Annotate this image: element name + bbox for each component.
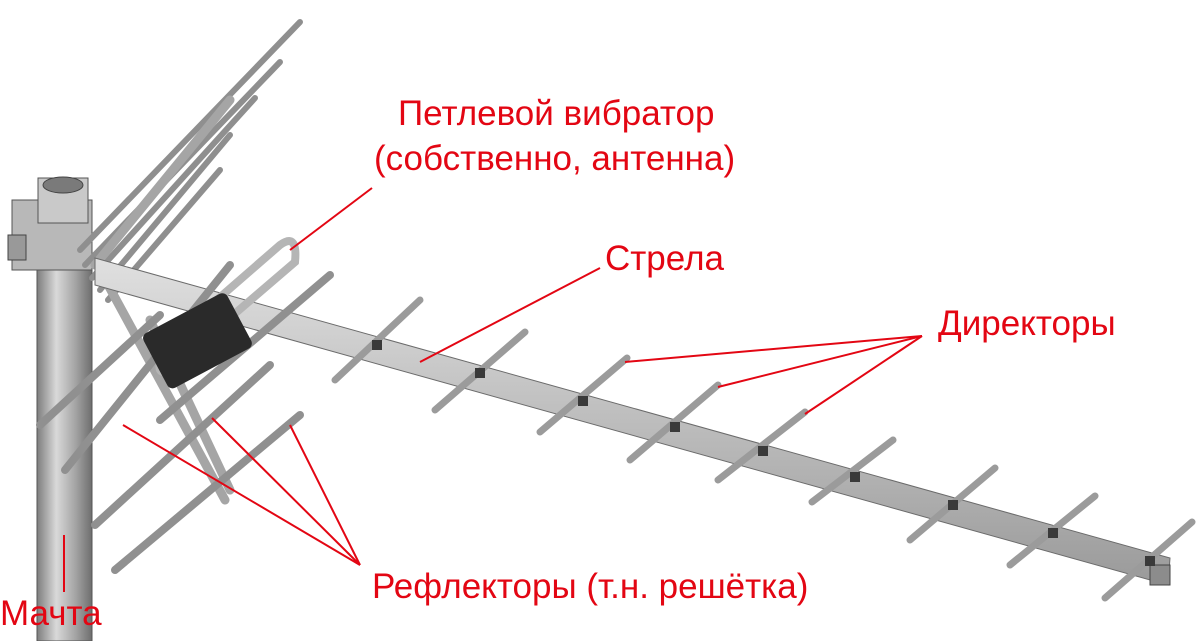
- director-clamps: [372, 340, 1155, 566]
- callout-boom: [419, 267, 601, 363]
- director-6: [808, 436, 897, 506]
- mast-clamp: [7, 176, 93, 271]
- loop-vibrator: [143, 237, 300, 389]
- label-loop-vibrator: Петлевой вибратор: [398, 94, 715, 133]
- label-mast: Мачта: [0, 594, 102, 633]
- matching-box: [143, 293, 252, 389]
- label-directors: Директоры: [938, 304, 1116, 343]
- callout-director-2: [717, 335, 923, 388]
- boom: [94, 257, 1171, 586]
- director-3: [536, 354, 631, 436]
- callout-director-3: [804, 335, 923, 415]
- label-boom: Стрела: [605, 239, 724, 278]
- callout-lines: [63, 187, 923, 592]
- callout-reflector-3: [289, 424, 361, 566]
- callout-reflector-2: [211, 417, 361, 566]
- label-loop-vibrator-note: (собственно, антенна): [374, 139, 736, 178]
- callout-loop: [289, 187, 373, 251]
- callout-director-1: [624, 335, 923, 363]
- callout-reflector-1: [122, 424, 361, 566]
- label-reflectors: Рефлекторы (т.н. решётка): [372, 567, 809, 606]
